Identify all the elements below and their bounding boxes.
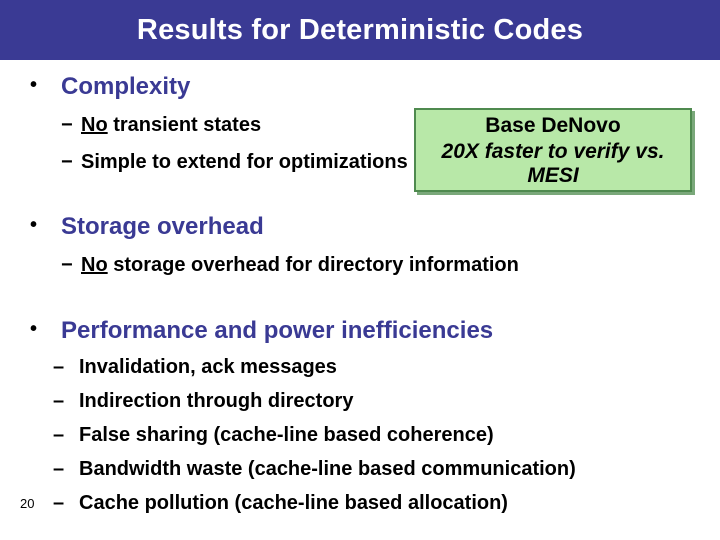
callout-text: 20X faster to verify vs. MESI [441, 140, 665, 187]
bullet-icon: • [30, 318, 38, 340]
bullet-row-storage: • [30, 214, 37, 237]
list-item: −No storage overhead for directory infor… [61, 254, 519, 277]
callout-box: Base DeNovo 20X faster to verify vs. MES… [414, 108, 692, 192]
list-item-text: Simple to extend for optimizations [81, 151, 408, 173]
list-item-text: Invalidation, ack messages [79, 356, 337, 378]
dash-icon: – [53, 492, 65, 514]
list-item-text: Bandwidth waste (cache-line based commun… [79, 458, 576, 480]
slide-title: Results for Deterministic Codes [136, 13, 584, 46]
dash-icon: – [53, 356, 65, 378]
title-bar: Results for Deterministic Codes [0, 0, 720, 60]
bullet-icon: • [30, 74, 38, 96]
bullet-row-complexity: • [30, 74, 37, 97]
list-item-text: Cache pollution (cache-line based alloca… [79, 492, 508, 514]
underlined-word: No [81, 254, 108, 276]
dash-icon: − [61, 114, 73, 136]
dash-icon: – [53, 390, 65, 412]
list-item-text: Indirection through directory [79, 390, 354, 412]
list-item: –Invalidation, ack messages [53, 356, 337, 379]
heading-complexity: Complexity [61, 73, 191, 100]
callout-title: Base DeNovo [485, 114, 621, 137]
dash-icon: – [53, 424, 65, 446]
dash-icon: − [61, 254, 73, 276]
dash-icon: – [53, 458, 65, 480]
list-item: –Indirection through directory [53, 390, 353, 413]
list-item: –Bandwidth waste (cache-line based commu… [53, 458, 576, 481]
heading-performance: Performance and power inefficiencies [61, 317, 494, 344]
bullet-icon: • [30, 214, 38, 236]
list-item-text: transient states [107, 114, 262, 136]
underlined-word: No [81, 114, 108, 136]
dash-icon: − [61, 151, 73, 173]
list-item: −Simple to extend for optimizations [61, 151, 408, 174]
bullet-row-performance: • [30, 318, 37, 341]
list-item: –False sharing (cache-line based coheren… [53, 424, 494, 447]
list-item-text: storage overhead for directory informati… [107, 254, 519, 276]
list-item: –Cache pollution (cache-line based alloc… [53, 492, 508, 515]
heading-storage-overhead: Storage overhead [61, 213, 264, 240]
page-number: 20 [20, 496, 35, 511]
list-item: −No transient states [61, 114, 261, 137]
list-item-text: False sharing (cache-line based coherenc… [79, 424, 494, 446]
